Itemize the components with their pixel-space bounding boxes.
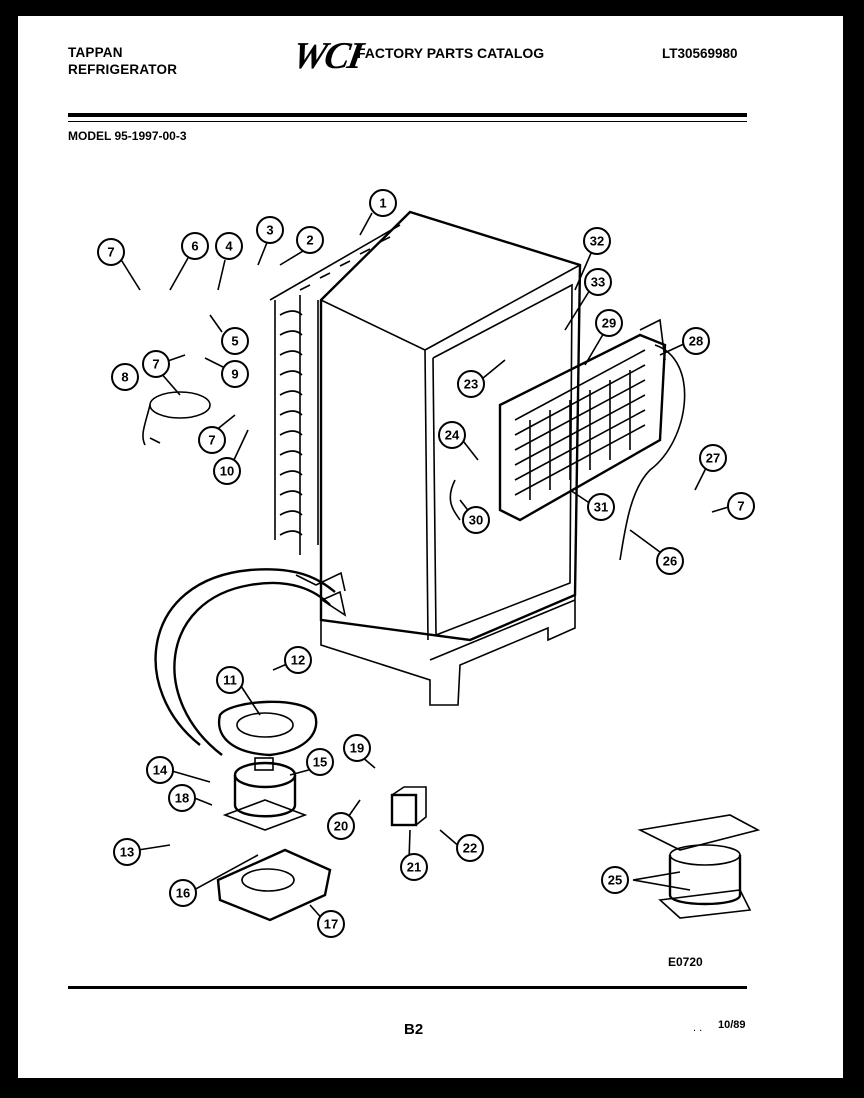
svg-text:4: 4: [225, 239, 233, 254]
evaporator: [498, 318, 686, 561]
callout-7c: 7: [198, 426, 226, 454]
model-number: MODEL 95-1997-00-3: [68, 129, 187, 143]
svg-text:15: 15: [313, 755, 327, 770]
svg-text:13: 13: [120, 845, 134, 860]
callout-22: 22: [456, 834, 484, 862]
callout-27: 27: [699, 444, 727, 472]
svg-text:10: 10: [220, 464, 234, 479]
header-rule-thin: [68, 121, 747, 122]
revision-date: 10/89: [718, 1019, 746, 1031]
relay-overload: [390, 786, 427, 827]
leader-lines: [119, 212, 736, 923]
callout-10: 10: [213, 457, 241, 485]
svg-text:17: 17: [324, 917, 338, 932]
svg-text:19: 19: [350, 741, 364, 756]
svg-text:29: 29: [602, 316, 616, 331]
callout-15: 15: [306, 748, 334, 776]
callout-28: 28: [682, 327, 710, 355]
svg-text:11: 11: [223, 673, 237, 688]
callout-4: 4: [215, 232, 243, 260]
svg-text:14: 14: [153, 763, 168, 778]
svg-text:9: 9: [231, 367, 238, 382]
svg-text:21: 21: [407, 860, 421, 875]
svg-text:27: 27: [706, 451, 720, 466]
callout-12: 12: [284, 646, 312, 674]
svg-text:33: 33: [591, 275, 605, 290]
callout-26: 26: [656, 547, 684, 575]
brand-block: TAPPAN REFRIGERATOR: [68, 44, 177, 78]
callout-7a: 7: [97, 238, 125, 266]
callout-5: 5: [221, 327, 249, 355]
svg-text:25: 25: [608, 873, 622, 888]
callout-1: 1: [369, 189, 397, 217]
footer-marks: . .: [693, 1022, 703, 1034]
svg-text:7: 7: [737, 499, 744, 514]
svg-text:23: 23: [464, 377, 478, 392]
compressor: [222, 757, 308, 831]
svg-text:8: 8: [121, 370, 128, 385]
alt-compressor-view: [637, 814, 761, 919]
callout-20: 20: [327, 812, 355, 840]
svg-text:20: 20: [334, 819, 348, 834]
svg-text:5: 5: [231, 334, 238, 349]
drain-tube: [449, 479, 461, 521]
svg-text:18: 18: [175, 791, 189, 806]
callout-7b: 7: [142, 350, 170, 378]
svg-text:31: 31: [594, 500, 608, 515]
callout-6: 6: [181, 232, 209, 260]
callout-3: 3: [256, 216, 284, 244]
drain-pan: [217, 700, 318, 757]
svg-text:3: 3: [266, 223, 273, 238]
svg-text:16: 16: [176, 886, 190, 901]
svg-text:6: 6: [191, 239, 198, 254]
callout-16: 16: [169, 879, 197, 907]
callout-7d: 7: [727, 492, 755, 520]
callout-13: 13: [113, 838, 141, 866]
svg-text:22: 22: [463, 841, 477, 856]
svg-text:7: 7: [208, 433, 215, 448]
callout-2: 2: [296, 226, 324, 254]
callout-9: 9: [221, 360, 249, 388]
svg-text:7: 7: [152, 357, 159, 372]
svg-text:26: 26: [663, 554, 677, 569]
assembly-arrow: [154, 568, 347, 756]
svg-text:24: 24: [445, 428, 460, 443]
callout-30: 30: [462, 506, 490, 534]
callout-8: 8: [111, 363, 139, 391]
refrigerator-cabinet: [319, 210, 582, 706]
callout-21: 21: [400, 853, 428, 881]
callout-33: 33: [584, 268, 612, 296]
page-number: B2: [404, 1021, 424, 1038]
condenser-coil: [269, 224, 401, 592]
compressor-mount-plate: [216, 848, 332, 922]
document-number: LT30569980: [662, 46, 738, 61]
callout-23: 23: [457, 370, 485, 398]
callout-31: 31: [587, 493, 615, 521]
figure-code: E0720: [668, 955, 703, 969]
svg-text:32: 32: [590, 234, 604, 249]
callout-11: 11: [216, 666, 244, 694]
svg-text:1: 1: [379, 196, 386, 211]
product-type: REFRIGERATOR: [68, 62, 178, 77]
callout-18: 18: [168, 784, 196, 812]
power-cord: [142, 391, 211, 446]
callout-17: 17: [317, 910, 345, 938]
svg-text:28: 28: [689, 334, 703, 349]
svg-text:12: 12: [291, 653, 305, 668]
callout-24: 24: [438, 421, 466, 449]
callout-14: 14: [146, 756, 174, 784]
brand-name: TAPPAN: [68, 45, 123, 60]
svg-text:30: 30: [469, 513, 483, 528]
callout-19: 19: [343, 734, 371, 762]
callout-29: 29: [595, 309, 623, 337]
callout-32: 32: [583, 227, 611, 255]
catalog-title: FACTORY PARTS CATALOG: [357, 45, 545, 61]
callout-25: 25: [601, 866, 629, 894]
svg-text:2: 2: [306, 233, 313, 248]
parts-catalog-page: [18, 16, 843, 1078]
footer-rule: [68, 986, 747, 989]
svg-text:7: 7: [107, 245, 114, 260]
header-rule: [68, 113, 747, 117]
